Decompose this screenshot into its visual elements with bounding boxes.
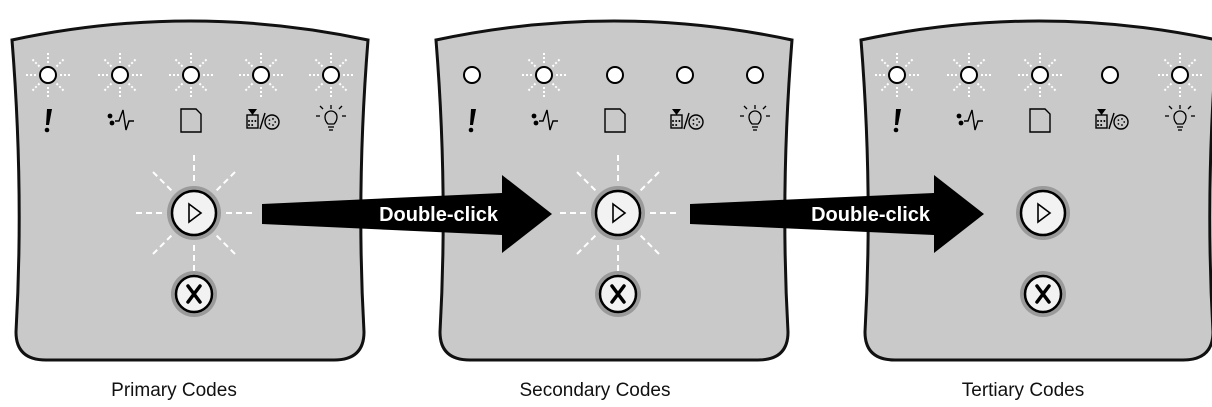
arrow-shape (262, 175, 552, 253)
cancel-x-icon (186, 284, 202, 304)
light-rays (25, 52, 71, 98)
light-rays (97, 52, 143, 98)
indicator-light-4-off (676, 66, 694, 84)
tertiary-codes-caption: Tertiary Codes (961, 380, 1085, 401)
operator-panel-1 (10, 19, 370, 362)
indicator-light-3-on (182, 66, 200, 84)
toner-drum-icon (1095, 109, 1129, 130)
indicator-light-3-off (606, 66, 624, 84)
button-rays (134, 153, 254, 273)
toner-drum-icon (246, 109, 280, 130)
arrow-shape (690, 175, 984, 253)
ready-icon (740, 105, 770, 131)
indicator-light-2-on (535, 66, 553, 84)
light-rays (946, 52, 992, 98)
button-rays (558, 153, 678, 273)
ready-icon (1165, 105, 1195, 131)
error-icon (44, 109, 52, 133)
indicator-light-1-on (888, 66, 906, 84)
continue-button (170, 189, 218, 237)
paper-jam-icon (531, 109, 558, 131)
double-click-arrow-2: Double-click (690, 175, 984, 253)
operator-panel-3 (859, 19, 1212, 362)
indicator-light-2-on (111, 66, 129, 84)
continue-button (594, 189, 642, 237)
play-icon (612, 202, 627, 224)
indicator-light-3-on (1031, 66, 1049, 84)
arrow-label: Double-click (811, 204, 931, 226)
paper-jam-icon (956, 109, 983, 131)
continue-button (1019, 189, 1067, 237)
toner-drum-icon (670, 109, 704, 130)
indicator-light-5-on (322, 66, 340, 84)
light-rays (874, 52, 920, 98)
load-paper-icon (604, 108, 626, 133)
play-icon (1037, 202, 1052, 224)
cancel-x-icon (610, 284, 626, 304)
load-paper-icon (180, 108, 202, 133)
indicator-light-5-on (1171, 66, 1189, 84)
indicator-light-1-off (463, 66, 481, 84)
indicator-light-5-off (746, 66, 764, 84)
error-icon (893, 109, 901, 133)
primary-codes-caption: Primary Codes (111, 380, 237, 401)
light-rays (238, 52, 284, 98)
indicator-light-4-off (1101, 66, 1119, 84)
indicator-light-2-on (960, 66, 978, 84)
light-rays (1017, 52, 1063, 98)
paper-jam-icon (107, 109, 134, 131)
cancel-x-icon (1035, 284, 1051, 304)
secondary-codes-caption: Secondary Codes (519, 380, 671, 401)
double-click-arrow-1: Double-click (262, 175, 552, 253)
arrow-label: Double-click (379, 204, 499, 226)
light-rays (1157, 52, 1203, 98)
indicator-light-4-on (252, 66, 270, 84)
light-rays (308, 52, 354, 98)
play-icon (188, 202, 203, 224)
light-rays (521, 52, 567, 98)
load-paper-icon (1029, 108, 1051, 133)
operator-panel-diagram: Double-click Double-click (10, 19, 1212, 362)
error-icon (468, 109, 476, 133)
light-rays (168, 52, 214, 98)
indicator-light-1-on (39, 66, 57, 84)
operator-panel-2 (434, 19, 794, 362)
ready-icon (316, 105, 346, 131)
